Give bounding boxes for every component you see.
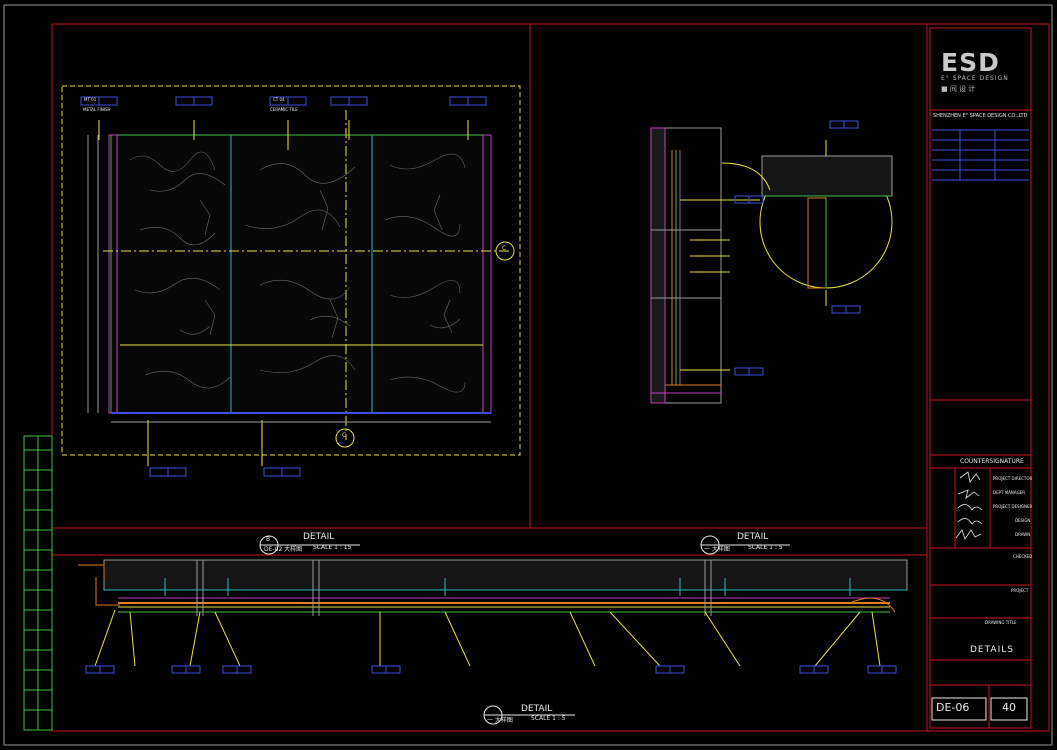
detail-b-scale: SCALE 1 : 5 <box>748 544 783 551</box>
sheet-no-box <box>990 697 1028 721</box>
firm-logo: ESD <box>941 48 1000 77</box>
drawing-number: DE-06 <box>936 701 970 714</box>
drawing-no-box <box>931 697 987 721</box>
detail-a-tag: DETAIL <box>303 532 335 542</box>
sheet-number: 40 <box>1002 701 1016 714</box>
callout-ceramic-name: CERAMIC TILE <box>270 107 298 112</box>
revision-strip <box>23 435 53 731</box>
detail-c-tag: DETAIL <box>521 704 553 714</box>
project-label: PROJECT <box>1011 588 1029 593</box>
detail-c-ref: 一 大样图 <box>487 717 513 724</box>
detail-a-mark: B <box>266 536 271 543</box>
role-project-director: PROJECT DIRECTOR <box>993 476 1033 481</box>
callout-ceramic-code: CT 04 <box>273 97 285 102</box>
callout-metal-name: METAL FINISH <box>83 107 111 112</box>
elevation-section-mark: C <box>502 245 507 252</box>
role-checked: CHECKED <box>1013 554 1033 559</box>
detail-marker-a <box>259 535 360 555</box>
detail-c-scale: SCALE 1 : 5 <box>531 715 566 722</box>
plan-section-view <box>78 559 908 674</box>
callout-metal-code: MT 01 <box>84 97 97 102</box>
sheet-border <box>3 4 1053 746</box>
elevation-view <box>61 85 521 477</box>
detail-b-ref: 一 大样图 <box>704 546 730 553</box>
section-view <box>650 120 893 404</box>
role-project-designer: PROJECT DESIGNER <box>993 504 1033 509</box>
drawing-title-label: DRAWING TITLE <box>985 620 1017 625</box>
detail-a-ref: DE-02 大样图 <box>264 546 303 553</box>
signatures <box>955 471 983 540</box>
role-dept-manager: DEPT MANAGER <box>993 490 1025 495</box>
firm-company-name: SHENZHEN E° SPACE DESIGN CO.,LTD <box>933 113 1028 119</box>
firm-chinese-tag: ■ 间 设 计 <box>941 85 976 93</box>
elevation-plan-mark: C <box>342 432 347 439</box>
role-design: DESIGN <box>1015 518 1031 523</box>
detail-marker-c <box>483 705 575 725</box>
firm-tagline: E° SPACE DESIGN <box>941 75 1009 82</box>
role-drawn: DRAWN <box>1015 532 1031 537</box>
detail-marker-b <box>700 535 790 555</box>
titleblock-grid <box>929 27 1032 729</box>
titleblock-table <box>932 129 1029 181</box>
drawing-frame <box>51 23 1050 732</box>
drawing-title: DETAILS <box>970 645 1014 655</box>
detail-b-tag: DETAIL <box>737 532 769 542</box>
countersignature-label: COUNTERSIGNATURE <box>960 458 1024 465</box>
detail-a-scale: SCALE 1 : 15 <box>313 544 352 551</box>
